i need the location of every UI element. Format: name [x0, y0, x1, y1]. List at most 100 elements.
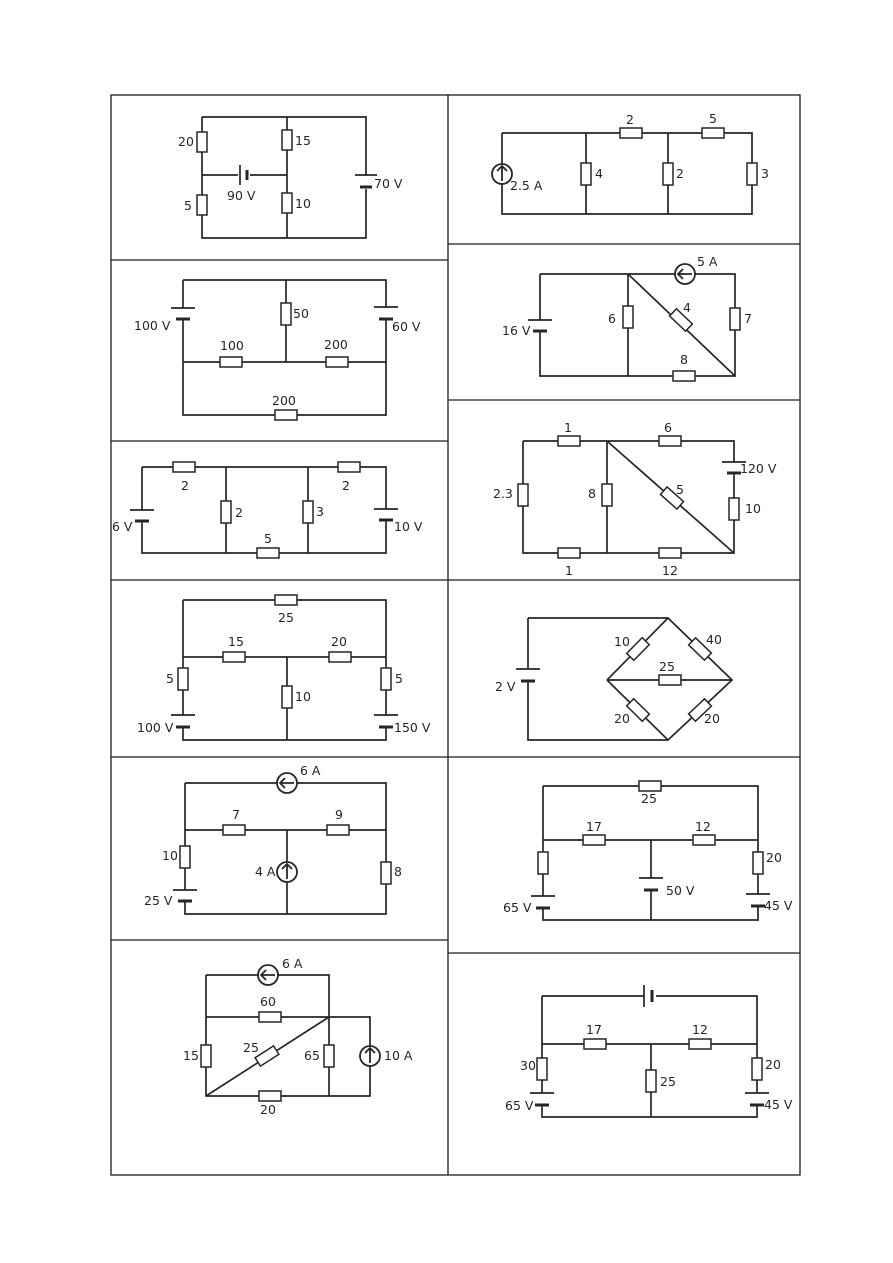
label: 6 V	[112, 519, 133, 534]
resistor-2-3	[517, 483, 529, 507]
label: 25	[243, 1040, 259, 1055]
label: 8	[680, 352, 688, 367]
label: 25	[659, 659, 675, 674]
label: 25	[641, 791, 657, 806]
battery-90v	[239, 165, 249, 185]
resistor-4	[668, 307, 694, 333]
battery-65v	[531, 895, 555, 910]
label: 25	[278, 610, 294, 625]
resistor-5	[701, 127, 725, 139]
resistor-25	[254, 1044, 280, 1068]
resistor-200b	[274, 409, 298, 421]
label: 7	[232, 807, 240, 822]
resistor-20	[752, 851, 764, 875]
circuit-1: 20 15 90 V 70 V 5 10	[178, 116, 403, 239]
resistor-3	[746, 162, 758, 186]
label: 4	[595, 166, 603, 181]
resistor-4	[580, 162, 592, 186]
label: 25 V	[144, 893, 173, 908]
label: 10	[745, 501, 761, 516]
resistor-15	[222, 651, 246, 663]
resistor-8	[601, 483, 613, 507]
label: 60 V	[392, 319, 421, 334]
resistor-5	[177, 667, 189, 691]
label: 15	[183, 1048, 199, 1063]
resistor-10	[281, 192, 293, 214]
label: 3	[761, 166, 769, 181]
resistor-50	[280, 302, 292, 326]
label: 1	[564, 420, 572, 435]
label: 5	[676, 482, 684, 497]
label: 200	[324, 337, 348, 352]
label: 65 V	[503, 900, 532, 915]
label: 4 A	[255, 864, 276, 879]
resistor-3	[302, 500, 314, 524]
resistor-17	[583, 1038, 607, 1050]
resistor-20	[751, 1057, 763, 1081]
label: 5	[166, 671, 174, 686]
label: 10	[614, 634, 630, 649]
resistor-17	[582, 834, 606, 846]
label: 5 A	[697, 254, 718, 269]
label: 10	[295, 689, 311, 704]
battery-45v	[745, 1092, 769, 1107]
label: 5	[184, 198, 192, 213]
label: 5	[395, 671, 403, 686]
label: 5	[264, 531, 272, 546]
resistor-25	[274, 594, 298, 606]
resistor-5b	[380, 667, 392, 691]
resistor-1	[557, 435, 581, 447]
label: 70 V	[374, 176, 403, 191]
battery-60v	[374, 306, 398, 321]
resistor-30	[536, 1057, 548, 1081]
label: 6	[664, 420, 672, 435]
resistor-2	[619, 127, 643, 139]
label: 12	[692, 1022, 708, 1037]
label: 20	[766, 850, 782, 865]
label: 2 V	[495, 679, 516, 694]
label: 12	[695, 819, 711, 834]
battery-65v	[530, 1092, 554, 1107]
battery-50v	[639, 877, 663, 892]
circuit-6: 1 6 120 V 2.3 8 5 10 1 12	[493, 420, 777, 578]
battery-6v	[130, 509, 154, 523]
resistor-60	[258, 1011, 282, 1023]
label: 2	[235, 505, 243, 520]
resistor-5	[659, 485, 685, 511]
label: 20	[178, 134, 194, 149]
resistor-100	[219, 356, 243, 368]
label: 45 V	[764, 1097, 793, 1112]
resistor-7	[729, 307, 741, 331]
current-source-6a	[257, 964, 279, 986]
label: 50	[293, 306, 309, 321]
resistor-2b	[337, 461, 361, 473]
circuit-5: 2 2 6 V 2 3 10 V 5	[112, 461, 423, 559]
label: 12	[662, 563, 678, 578]
resistor-40	[687, 636, 713, 662]
resistor-25	[658, 674, 682, 686]
circuit-9: 6 A 7 9 10 4 A 8 25 V	[144, 763, 402, 915]
battery-top	[643, 985, 654, 1007]
resistor-10	[281, 685, 293, 709]
label: 45 V	[764, 898, 793, 913]
circuit-7: 25 15 20 5 10 5 100 V 150 V	[137, 594, 431, 741]
label: 200	[272, 393, 296, 408]
label: 17	[586, 819, 602, 834]
resistor-2c	[220, 500, 232, 524]
label: 5	[709, 111, 717, 126]
circuit-2: 2 5 2.5 A 4 2 3	[491, 111, 769, 215]
battery-45v	[746, 893, 770, 908]
current-source-4a	[276, 861, 298, 883]
resistor-20	[328, 651, 352, 663]
resistor-65	[323, 1044, 335, 1068]
label: 16 V	[502, 323, 531, 338]
label: 15	[228, 634, 244, 649]
label: 9	[335, 807, 343, 822]
label: 50 V	[666, 883, 695, 898]
label: 3	[316, 504, 324, 519]
battery-2v	[516, 668, 540, 683]
label: 10	[162, 848, 178, 863]
battery-25v	[173, 889, 197, 903]
battery-70v	[355, 174, 377, 189]
